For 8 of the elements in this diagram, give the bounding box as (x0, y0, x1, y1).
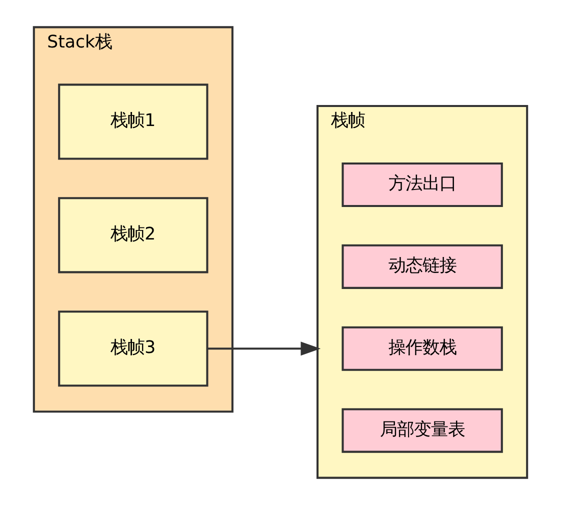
node-box: 方法出口 (342, 162, 503, 208)
arrow (208, 342, 321, 356)
node-box: 栈帧1 (58, 84, 208, 160)
node-box: 栈帧2 (58, 197, 208, 274)
node-box: 栈帧3 (58, 310, 208, 387)
node-box: 操作数栈 (342, 326, 503, 371)
node-box: 动态链接 (342, 244, 503, 289)
node-box: 局部变量表 (342, 408, 503, 453)
